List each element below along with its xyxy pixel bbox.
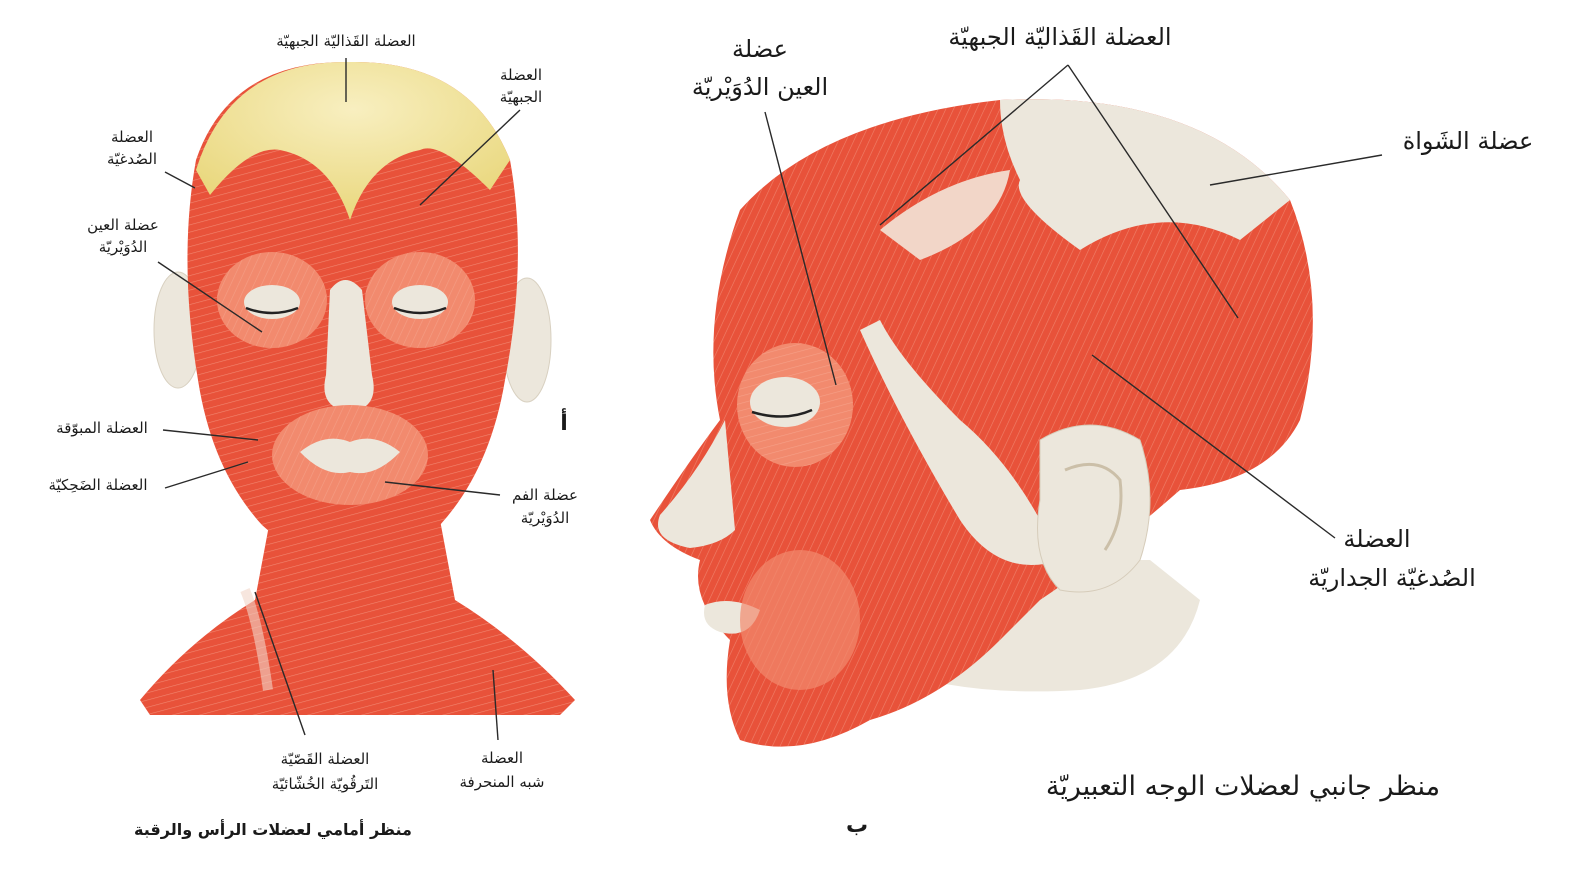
- label-front-orbicularis-oculi-line1: عضلة العين: [68, 216, 178, 235]
- label-front-frontalis-line1: العضلة: [486, 66, 556, 85]
- label-front-trapezius-line1: العضلة: [462, 749, 542, 768]
- label-side-temporoparietalis-line2: الصُدغيّة الجداريّة: [1272, 563, 1512, 593]
- label-front-levator: العضلة المبوّقة: [40, 419, 164, 438]
- label-side-galea: عضلة الشَواة: [1380, 126, 1556, 156]
- front-view-caption: منظر أمامي لعضلات الرأس والرقبة: [118, 820, 428, 840]
- label-side-temporoparietalis-line1: العضلة: [1322, 524, 1432, 554]
- label-front-risorius: العضلة الضَحِكيّة: [30, 476, 166, 495]
- label-front-sternocleidomastoid-line2: التَرقُويّة الخُشّائيّة: [245, 775, 405, 794]
- label-front-frontalis-line2: الجبهيّة: [486, 88, 556, 107]
- label-front-temporalis-line2: الصُدغيّة: [92, 150, 172, 169]
- label-side-orbicularis-oculi-line1: عضلة: [700, 34, 820, 64]
- label-side-occipitofrontalis: العضلة القَذاليّة الجبهيّة: [905, 22, 1215, 52]
- front-view-letter: أ: [552, 410, 576, 438]
- label-front-orbicularis-oculi-line2: الدُوَيْريّة: [68, 238, 178, 257]
- label-front-orbicularis-oris-line2: الدُوَيْريّة: [500, 509, 590, 528]
- side-view-letter: ب: [842, 812, 872, 840]
- side-view-caption: منظر جانبي لعضلات الوجه التعبيريّة: [968, 770, 1518, 804]
- label-side-orbicularis-oculi-line2: العين الدُوَيْريّة: [660, 72, 860, 102]
- label-front-sternocleidomastoid-line1: العضلة القَصّيّة: [255, 750, 395, 769]
- label-front-occipitofrontalis: العضلة القَذاليّة الجبهيّة: [236, 32, 456, 51]
- front-view-figure: [140, 62, 575, 715]
- label-front-orbicularis-oris-line1: عضلة الفم: [500, 486, 590, 505]
- side-view-figure: [650, 99, 1313, 747]
- label-front-trapezius-line2: شبه المنحرفة: [440, 773, 564, 792]
- label-front-temporalis-line1: العضلة: [92, 128, 172, 147]
